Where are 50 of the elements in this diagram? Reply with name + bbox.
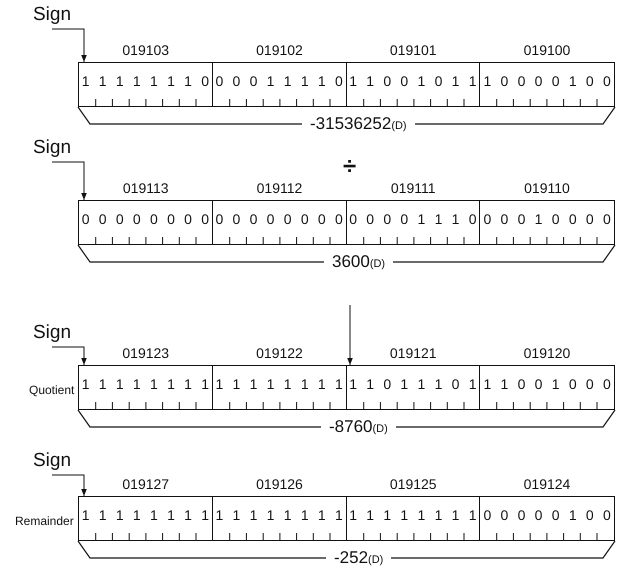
register-box bbox=[78, 365, 615, 410]
word-address: 019110 bbox=[524, 180, 570, 196]
word-address: 019111 bbox=[390, 180, 436, 196]
word-address: 019121 bbox=[390, 345, 437, 361]
register-box bbox=[78, 200, 615, 245]
register-label: Remainder bbox=[15, 514, 74, 528]
word-address: 019127 bbox=[122, 476, 170, 492]
word-cell bbox=[346, 201, 480, 244]
bit-values: 1 1 1 1 1 1 1 1 bbox=[80, 376, 210, 392]
bit-values: 1 1 1 1 1 1 1 1 bbox=[214, 507, 344, 523]
arrow bbox=[52, 474, 87, 496]
bit-values: 0 0 0 1 1 1 1 0 bbox=[214, 73, 344, 89]
word-address: 019122 bbox=[256, 345, 303, 361]
word-address: 019112 bbox=[256, 180, 302, 196]
register-box bbox=[78, 496, 615, 541]
word-address: 019123 bbox=[122, 345, 170, 361]
sign-label: Sign bbox=[33, 450, 72, 472]
word-address: 019124 bbox=[524, 476, 570, 492]
bit-values: 1 1 1 1 1 1 1 1 bbox=[214, 376, 344, 392]
bit-values: 1 1 0 0 1 0 1 1 bbox=[348, 73, 478, 89]
bit-values: 1 1 1 1 1 1 1 0 bbox=[80, 73, 210, 89]
arrow bbox=[52, 346, 87, 366]
bit-values: 0 0 0 0 0 0 0 0 bbox=[214, 211, 344, 227]
bit-values: 1 1 1 1 1 1 1 1 bbox=[80, 507, 210, 523]
word-address: 019102 bbox=[256, 42, 303, 58]
bit-values: 0 0 0 0 0 1 0 0 bbox=[482, 507, 612, 523]
word-cell bbox=[79, 201, 213, 244]
bit-values: 0 0 0 0 0 0 0 0 bbox=[80, 211, 210, 227]
register-label: Quotient bbox=[29, 382, 74, 396]
sign-label: Sign bbox=[33, 4, 72, 26]
word-address: 019125 bbox=[390, 476, 437, 492]
word-address: 019103 bbox=[122, 42, 170, 58]
sign-label: Sign bbox=[33, 322, 72, 344]
sign-label: Sign bbox=[33, 137, 72, 159]
bit-values: 0 0 0 0 1 1 1 0 bbox=[348, 211, 478, 227]
arrow bbox=[52, 28, 87, 62]
word-address: 019120 bbox=[524, 345, 570, 361]
bit-values: 1 1 1 1 1 1 1 1 bbox=[348, 507, 478, 523]
word-address: 019101 bbox=[390, 42, 437, 58]
bit-values: 0 0 0 1 0 0 0 0 bbox=[482, 211, 612, 227]
word-address: 019100 bbox=[524, 42, 570, 58]
bit-values: 1 0 0 0 0 1 0 0 bbox=[482, 73, 612, 89]
word-address: 019126 bbox=[256, 476, 303, 492]
word-address: 019113 bbox=[122, 180, 169, 196]
arrow bbox=[347, 304, 353, 366]
register-box bbox=[78, 62, 615, 107]
bit-values: 1 1 0 1 1 1 0 1 bbox=[348, 376, 478, 392]
arrow bbox=[52, 162, 87, 200]
bit-values: 1 1 0 0 1 0 0 0 bbox=[482, 376, 612, 392]
divide-sign: ÷ bbox=[343, 155, 356, 179]
